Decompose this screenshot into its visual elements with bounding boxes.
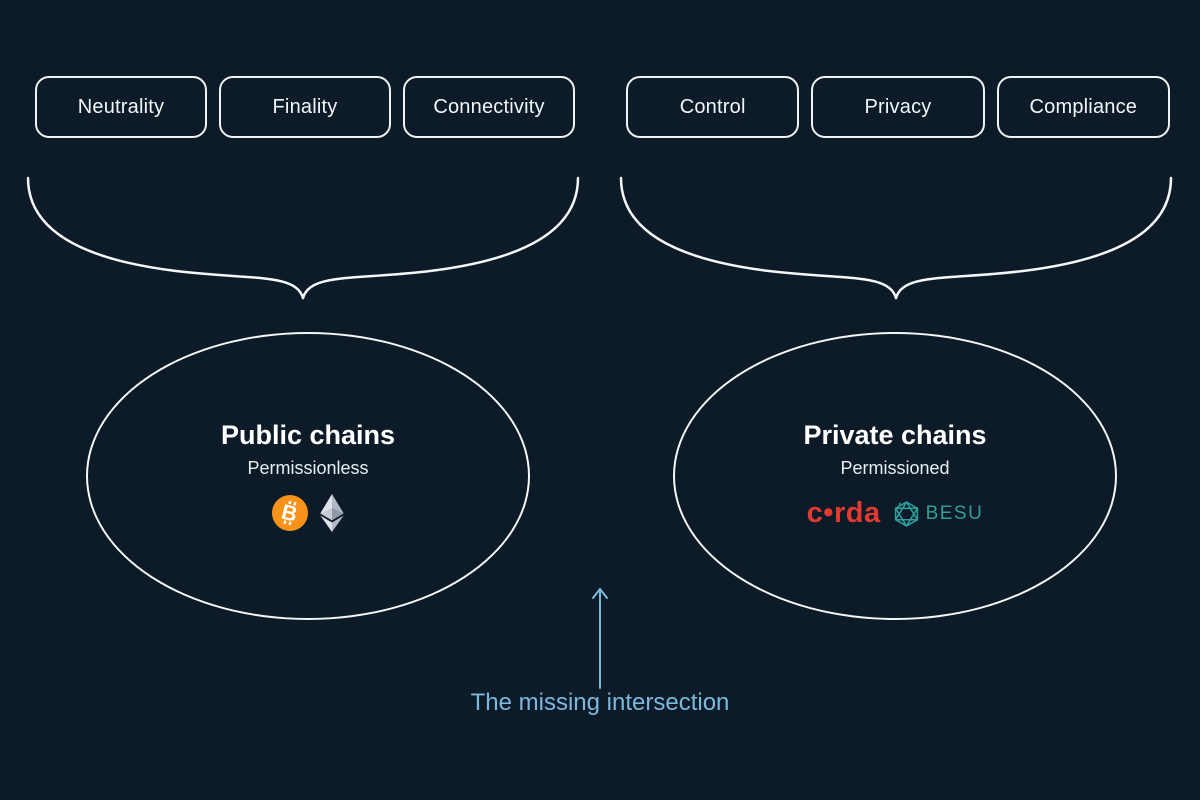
corda-logo: c•rda: [806, 496, 881, 529]
up-arrow-icon: [592, 588, 608, 689]
private-feature-pills: Control Privacy Compliance: [626, 76, 1170, 138]
public-feature-pills: Neutrality Finality Connectivity: [35, 76, 575, 138]
besu-logo: BESU: [893, 500, 984, 527]
public-chains-ellipse: Public chains Permissionless B: [86, 332, 530, 620]
svg-text:B: B: [279, 500, 300, 527]
pill-compliance: Compliance: [996, 76, 1170, 138]
public-chains-subtitle: Permissionless: [247, 458, 369, 479]
pill-control: Control: [626, 76, 800, 138]
private-chains-title: Private chains: [803, 419, 987, 450]
private-chains-subtitle: Permissioned: [840, 458, 950, 479]
public-chains-title: Public chains: [220, 419, 396, 450]
public-chains-icons: B: [272, 494, 344, 533]
public-brace: [26, 176, 305, 300]
pill-connectivity: Connectivity: [403, 76, 575, 138]
besu-wordmark: BESU: [925, 502, 984, 524]
public-brace-right-half: [301, 176, 580, 300]
ethereum-icon: [320, 494, 344, 533]
besu-cube-icon: [894, 500, 918, 527]
pill-privacy: Privacy: [811, 76, 985, 138]
private-brace-right-half: [894, 176, 1173, 300]
missing-intersection-label: The missing intersection: [470, 689, 730, 716]
pill-neutrality: Neutrality: [35, 76, 207, 138]
private-chains-logos: c•rda BESU: [807, 494, 984, 532]
bitcoin-icon: B: [272, 495, 308, 532]
private-brace: [619, 176, 898, 300]
brace-group: [26, 176, 1173, 300]
pill-finality: Finality: [219, 76, 391, 138]
private-chains-ellipse: Private chains Permissioned c•rda BESU: [673, 332, 1117, 620]
